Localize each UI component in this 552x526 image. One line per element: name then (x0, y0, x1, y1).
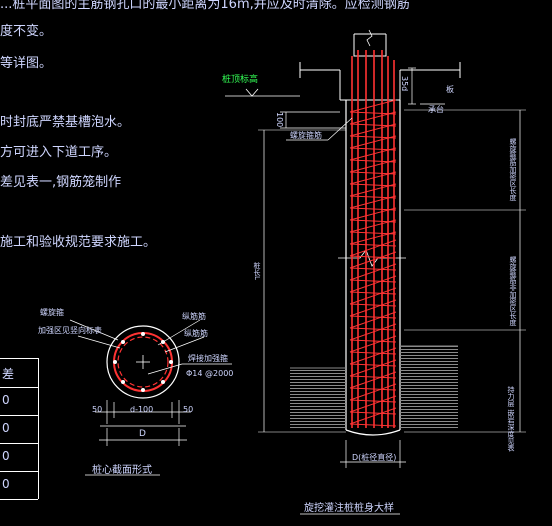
spiral-hoops (349, 99, 397, 427)
elevation-label-cap-bar: 板 (446, 85, 454, 94)
elevation-title: 旋挖灌注桩桩身大样 (304, 503, 394, 514)
pile-outer-circle (106, 325, 180, 399)
spiral-hoop-segment (349, 363, 397, 367)
spiral-hoop-segment (349, 243, 397, 247)
table-row: 0 (0, 443, 38, 472)
spiral-hoop-segment (349, 327, 397, 331)
spiral-hoop-segment (349, 407, 397, 425)
spiral-hoop-segment (349, 275, 397, 293)
spiral-hoop-segment (349, 311, 397, 329)
elevation-label-diameter: D(桩径直径) (352, 453, 397, 462)
spiral-hoop-segment (349, 351, 397, 355)
note-line-2: 度不变。 (0, 24, 53, 39)
section-label-longitudinal: 纵筋筋 (182, 312, 206, 321)
spiral-hoop-segment (349, 171, 397, 185)
dimension-left: 50 (92, 405, 103, 414)
pile-cross-section (69, 319, 232, 476)
spiral-hoop-segment (349, 299, 397, 317)
spiral-hoop-segment (349, 399, 397, 403)
longitudinal-bars (351, 50, 395, 428)
note-line-4: 时封底严禁基槽泡水。 (0, 115, 131, 130)
elevation-label-pile-top: 桩顶标高 (222, 75, 259, 85)
spiral-hoop-segment (349, 263, 397, 281)
spiral-hoop-segment (349, 383, 397, 401)
elevation-label-embed-zone: 持力层 嵌岩深度见表 (507, 386, 515, 452)
spiral-hoop-segment (349, 267, 397, 271)
dimension-total: D (139, 429, 146, 439)
elevation-label-cap-note: 承台 (428, 105, 444, 114)
spiral-hoop-segment (349, 287, 397, 305)
table-row: 0 (0, 471, 38, 500)
section-label-stiffener: 加强区见竖向标表 (38, 326, 102, 335)
spiral-hoop-segment (349, 371, 397, 389)
table-row: 0 (0, 415, 38, 444)
note-line-5: 方可进入下道工序。 (0, 145, 118, 160)
spiral-hoop-segment (349, 375, 397, 379)
table-cell: 0 (2, 393, 10, 407)
tolerance-table: 差 0 0 0 0 (0, 358, 39, 500)
section-label-welded-hoop: 焊接加强箍 (188, 354, 228, 363)
section-label-main-bar: 纵筋筋 (184, 329, 208, 338)
spiral-hoop-segment (349, 387, 397, 391)
table-row: 0 (0, 387, 38, 416)
spiral-hoop-segment (349, 183, 397, 197)
spiral-hoop-segment (349, 303, 397, 307)
table-cell: 0 (2, 477, 10, 491)
spiral-hoop-segment (349, 411, 397, 415)
spiral-hoop-segment (349, 111, 397, 125)
table-header-row: 差 (0, 359, 38, 388)
table-cell: 0 (2, 449, 10, 463)
pile-elevation (225, 29, 526, 515)
note-line-1: ...桩平面图的主筋钢孔口的最小距离为16m,并应及时清除。应检测钢筋 (0, 0, 410, 12)
note-line-7: 施工和验收规范要求施工。 (0, 235, 157, 250)
section-label-hoop-spec: Φ14 @2000 (186, 369, 234, 378)
elevation-label-spiral-hoop: 螺旋箍筋 (290, 131, 322, 140)
spiral-hoop-segment (349, 207, 397, 221)
spiral-hoop-segment (349, 239, 397, 257)
spiral-hoop-segment (349, 255, 397, 259)
section-title: 桩心截面形式 (92, 465, 152, 476)
spiral-hoop-segment (349, 279, 397, 283)
spiral-hoop-segment (349, 123, 397, 137)
spiral-hoop-segment (349, 395, 397, 413)
spiral-hoop-segment (349, 159, 397, 173)
elevation-label-dense-zone: 螺旋箍筋加密区长度 (509, 138, 517, 201)
spiral-hoop-segment (349, 323, 397, 341)
spiral-hoop-segment (349, 231, 397, 245)
spiral-hoop-segment (349, 147, 397, 161)
stiffener-ring (117, 336, 169, 388)
table-header-cell: 差 (2, 367, 15, 381)
elevation-label-normal-zone: 螺旋箍筋非加密区长度 (509, 256, 517, 326)
spiral-hoop-segment (349, 251, 397, 269)
note-line-3: 等详图。 (0, 56, 53, 71)
spiral-hoop-segment (349, 99, 397, 113)
dimension-right: 50 (183, 405, 194, 414)
spiral-hoop-segment (349, 315, 397, 319)
elevation-label-pile-length: 桩长L (253, 262, 261, 280)
spiral-hoop-segment (349, 219, 397, 233)
dimension-mid: d-100 (130, 405, 154, 414)
spiral-hoop-segment (349, 423, 397, 427)
note-line-6: 差见表一,钢筋笼制作 (0, 175, 122, 190)
spiral-hoop-segment (349, 347, 397, 365)
spiral-hoop-segment (349, 335, 397, 353)
spiral-hoop-segment (349, 135, 397, 149)
spiral-hoop-segment (349, 195, 397, 209)
section-label-spiral: 螺旋箍 (40, 308, 64, 317)
spiral-hoop-segment (349, 359, 397, 377)
table-cell: 0 (2, 421, 10, 435)
spiral-hoop-segment (349, 339, 397, 343)
elevation-label-100: 100 (275, 112, 284, 128)
spiral-hoop-segment (349, 291, 397, 295)
elevation-label-35d: 35d (400, 76, 409, 92)
